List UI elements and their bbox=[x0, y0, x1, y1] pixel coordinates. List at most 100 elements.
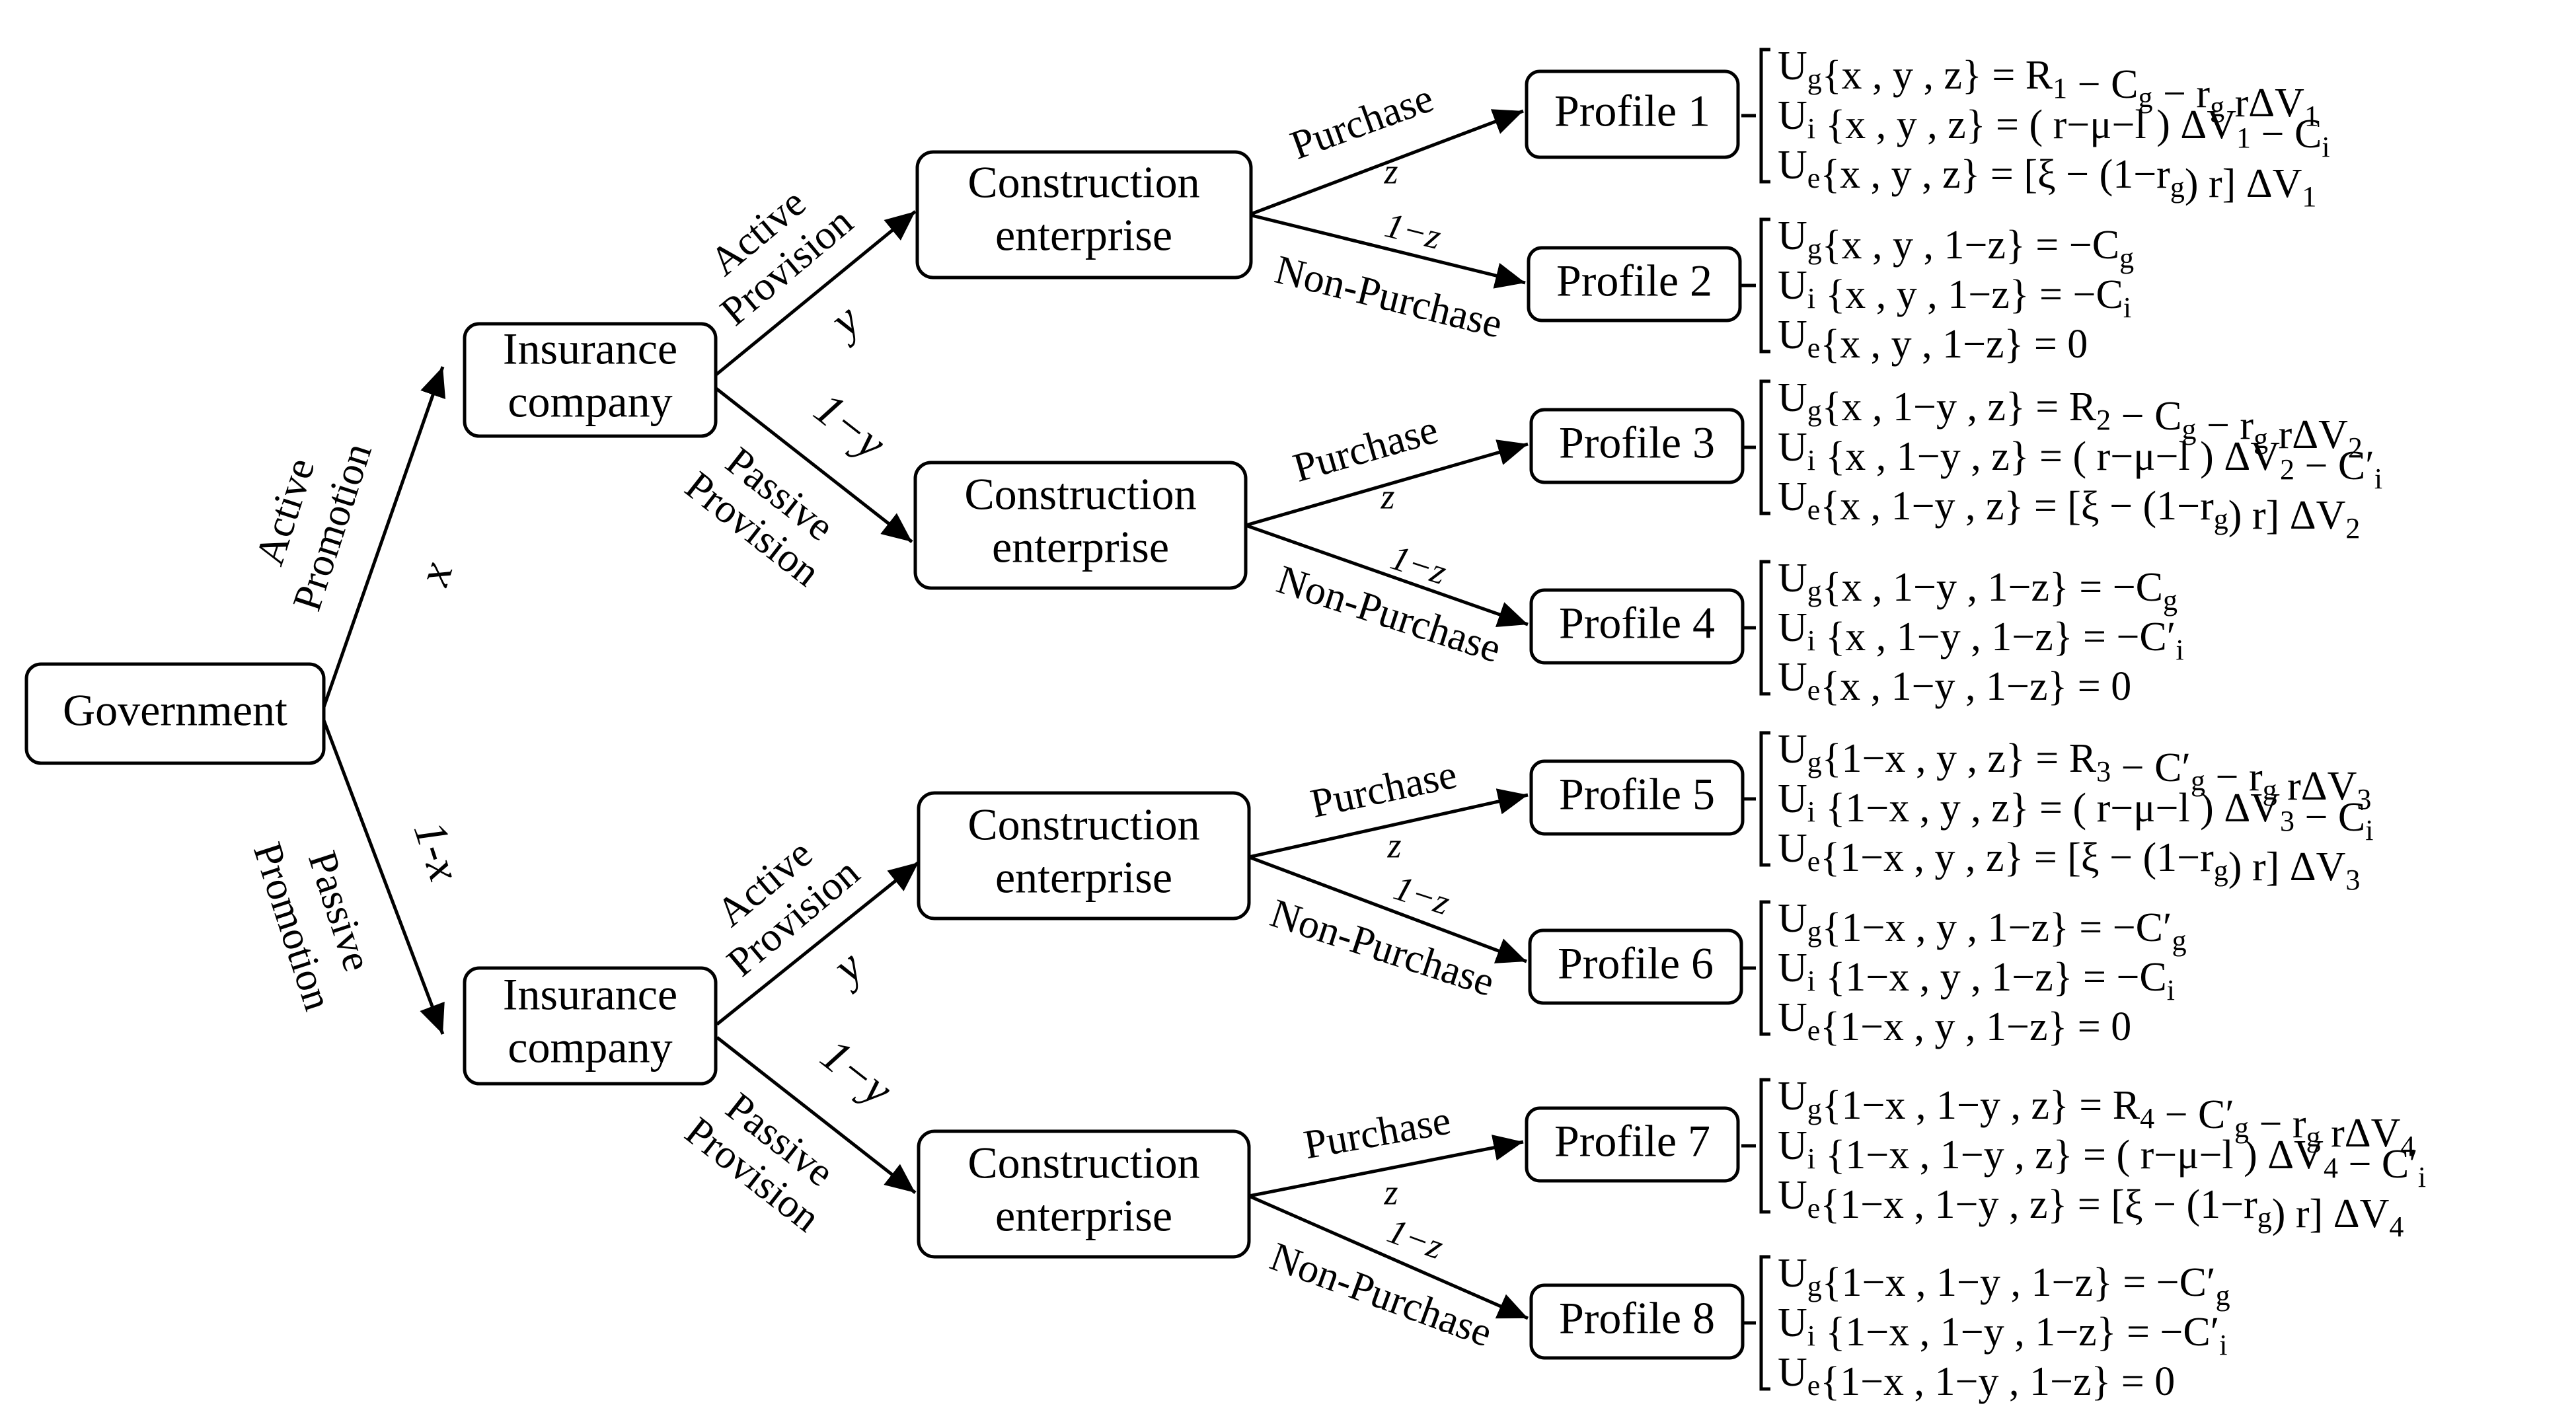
prob-z-3: z bbox=[1386, 825, 1401, 865]
payoff-3-line-1: Ug{x , 1−y , z} = R2 − Cg − rg rΔV2 bbox=[1778, 375, 2363, 464]
payoff-brace-2 bbox=[1759, 217, 1770, 354]
node-construction-3-line2: enterprise bbox=[995, 852, 1172, 903]
label-purchase-1: Purchase bbox=[1285, 75, 1439, 168]
node-profile-8: Profile 8 bbox=[1529, 1283, 1745, 1360]
payoff-4-line-2: Ui {x , 1−y , 1−z} = −C′i bbox=[1778, 605, 2184, 666]
payoff-brace-6 bbox=[1759, 900, 1770, 1036]
payoff-brace-8 bbox=[1759, 1255, 1770, 1391]
payoff-6-line-2: Ui {1−x , y , 1−z} = −Ci bbox=[1778, 946, 2175, 1006]
node-insurance-bottom-line2: company bbox=[508, 1022, 672, 1072]
edge-con1-p2 bbox=[1248, 213, 1526, 289]
node-profile-4: Profile 4 bbox=[1529, 588, 1745, 665]
label-non-purchase-1: Non-Purchase bbox=[1271, 247, 1507, 347]
node-construction-4-line1: Construction bbox=[967, 1138, 1199, 1188]
node-insurance-top-line2: company bbox=[508, 377, 672, 427]
edge-ins2-con3 bbox=[716, 861, 920, 1026]
edge-con4-p7 bbox=[1248, 1135, 1524, 1198]
edge-con3-p6 bbox=[1248, 855, 1527, 963]
payoff-group-8: Ug{1−x , 1−y , 1−z} = −C′gUi {1−x , 1−y … bbox=[1741, 1251, 2230, 1404]
payoff-brace-3 bbox=[1759, 379, 1770, 515]
profile-3-label: Profile 3 bbox=[1559, 418, 1715, 468]
node-profile-1: Profile 1 bbox=[1525, 69, 1740, 159]
node-government: Government bbox=[24, 662, 326, 765]
node-profile-3: Profile 3 bbox=[1529, 408, 1745, 484]
node-profile-2: Profile 2 bbox=[1527, 246, 1742, 322]
node-construction-1: Construction enterprise bbox=[915, 150, 1253, 280]
node-insurance-bottom: Insurance company bbox=[463, 966, 718, 1086]
node-profile-5: Profile 5 bbox=[1529, 759, 1745, 836]
node-government-label: Government bbox=[63, 685, 287, 735]
payoff-2-line-3: Ue{x , y , 1−z} = 0 bbox=[1778, 313, 2088, 367]
label-passive-provision-bottom: Passive Provision bbox=[677, 1084, 842, 1241]
edge-gov-ins-top bbox=[322, 366, 446, 708]
node-insurance-top-line1: Insurance bbox=[503, 324, 677, 374]
edge-ins2-con4 bbox=[716, 1036, 917, 1194]
prob-one-minus-y-top: 1−y bbox=[805, 383, 895, 470]
profile-7-label: Profile 7 bbox=[1554, 1116, 1710, 1166]
payoff-4-line-1: Ug{x , 1−y , 1−z} = −Cg bbox=[1778, 556, 2178, 617]
node-profile-6: Profile 6 bbox=[1528, 928, 1743, 1005]
node-insurance-top: Insurance company bbox=[463, 322, 718, 438]
payoff-1-line-1: Ug{x , y , z} = R1 − Cg − rg rΔV1 bbox=[1778, 44, 2319, 132]
payoff-5-line-1: Ug{1−x , y , z} = R3 − C′g − rg rΔV3 bbox=[1778, 727, 2371, 815]
payoff-2-line-2: Ui {x , y , 1−z} = −Ci bbox=[1778, 263, 2131, 324]
edge-con2-p3 bbox=[1245, 439, 1529, 527]
payoff-1-line-2: Ui {x , y , z} = ( r−μ−l ) ΔV1 − Ci bbox=[1778, 93, 2330, 163]
label-passive-provision-top: Passive Provision bbox=[677, 439, 842, 595]
label-passive-promotion: Passive Promotion bbox=[245, 837, 380, 1016]
payoff-3-line-2: Ui {x , 1−y , z} = ( r−μ−l ) ΔV2 − C′i bbox=[1778, 425, 2382, 495]
profile-8-label: Profile 8 bbox=[1559, 1293, 1715, 1343]
node-construction-1-line1: Construction bbox=[967, 157, 1199, 207]
payoff-3-line-3: Ue{x , 1−y , z} = [ξ − (1−rg) r] ΔV2 bbox=[1778, 474, 2360, 544]
payoff-8-line-1: Ug{1−x , 1−y , 1−z} = −C′g bbox=[1778, 1251, 2230, 1312]
edge-gov-ins-bottom bbox=[322, 720, 445, 1035]
payoff-7-line-1: Ug{1−x , 1−y , z} = R4 − C′g − rg rΔV4 bbox=[1778, 1074, 2415, 1162]
node-construction-4: Construction enterprise bbox=[917, 1129, 1251, 1259]
node-construction-3: Construction enterprise bbox=[917, 791, 1251, 920]
node-construction-2-line2: enterprise bbox=[992, 522, 1169, 572]
profile-5-label: Profile 5 bbox=[1559, 769, 1715, 819]
profile-1-label: Profile 1 bbox=[1554, 86, 1710, 136]
payoff-6-line-3: Ue{1−x , y , 1−z} = 0 bbox=[1778, 995, 2131, 1049]
prob-z-2: z bbox=[1380, 476, 1394, 516]
prob-z-1: z bbox=[1383, 151, 1398, 191]
payoff-1-line-3: Ue{x , y , z} = [ξ − (1−rg) r] ΔV1 bbox=[1778, 143, 2316, 213]
payoff-5-line-2: Ui {1−x , y , z} = ( r−μ−l ) ΔV3 − Ci bbox=[1778, 776, 2374, 846]
profile-2-label: Profile 2 bbox=[1556, 256, 1712, 306]
node-construction-2: Construction enterprise bbox=[913, 461, 1248, 590]
payoff-group-7: Ug{1−x , 1−y , z} = R4 − C′g − rg rΔV4Ui… bbox=[1741, 1074, 2426, 1243]
payoff-brace-7 bbox=[1759, 1078, 1770, 1214]
edge-con3-p5 bbox=[1248, 788, 1529, 859]
prob-y-bottom: y bbox=[821, 940, 873, 995]
payoff-group-6: Ug{1−x , y , 1−z} = −C′gUi {1−x , y , 1−… bbox=[1741, 896, 2187, 1049]
edge-con1-p1 bbox=[1248, 109, 1524, 217]
profile-6-label: Profile 6 bbox=[1558, 938, 1714, 989]
payoff-2-line-1: Ug{x , y , 1−z} = −Cg bbox=[1778, 213, 2134, 274]
prob-y-top: y bbox=[818, 294, 870, 349]
prob-x: x bbox=[408, 556, 463, 591]
prob-z-4: z bbox=[1383, 1172, 1398, 1212]
payoff-brace-4 bbox=[1759, 560, 1770, 696]
payoff-7-line-3: Ue{1−x , 1−y , z} = [ξ − (1−rg) r] ΔV4 bbox=[1778, 1173, 2404, 1243]
node-construction-2-line1: Construction bbox=[964, 469, 1196, 519]
edge-con2-p4 bbox=[1245, 523, 1529, 627]
edge-ins1-con1 bbox=[712, 210, 917, 378]
payoff-8-line-3: Ue{1−x , 1−y , 1−z} = 0 bbox=[1778, 1350, 2175, 1404]
payoff-6-line-1: Ug{1−x , y , 1−z} = −C′g bbox=[1778, 896, 2187, 957]
payoff-4-line-3: Ue{x , 1−y , 1−z} = 0 bbox=[1778, 655, 2131, 709]
payoff-brace-1 bbox=[1759, 48, 1770, 184]
node-profile-7: Profile 7 bbox=[1525, 1106, 1740, 1183]
prob-one-minus-z-2: 1−z bbox=[1386, 537, 1451, 592]
edge-con4-p8 bbox=[1248, 1194, 1529, 1320]
label-purchase-4: Purchase bbox=[1301, 1098, 1454, 1168]
node-construction-4-line2: enterprise bbox=[995, 1191, 1172, 1241]
label-active-promotion: Active Promotion bbox=[247, 437, 381, 616]
prob-one-minus-x: 1-x bbox=[404, 815, 471, 887]
